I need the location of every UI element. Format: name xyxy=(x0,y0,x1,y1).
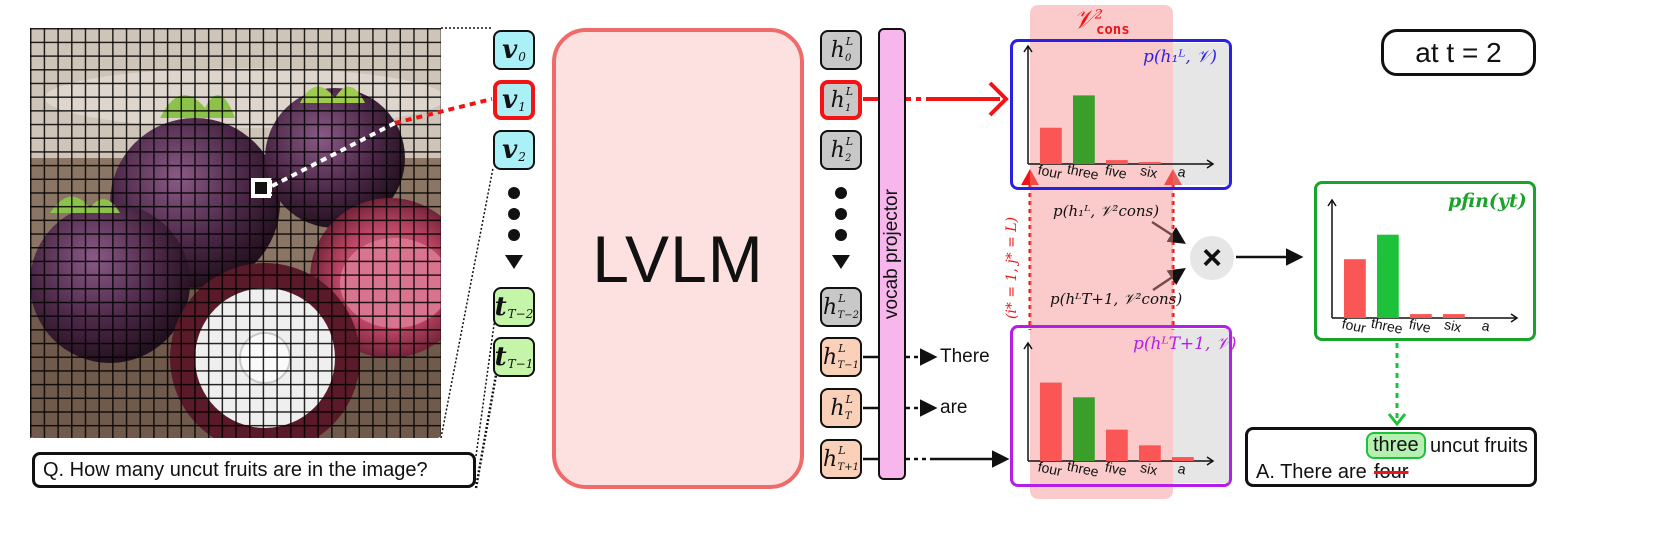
chart-final-y-arrow xyxy=(1327,198,1337,207)
chart-bottom-bar xyxy=(1040,382,1062,461)
timestep-label: at t = 2 xyxy=(1381,29,1536,76)
consensus-vocab-label: 𝒱2cons xyxy=(1073,5,1130,39)
chart-bottom-tick-label: six xyxy=(1139,459,1159,478)
chart-final-bar xyxy=(1377,234,1399,318)
chart-top-tick-label: five xyxy=(1104,162,1129,182)
chart-top-title: p(h₁ᴸ, 𝒱) xyxy=(1143,47,1217,67)
chart-final-tick-label: four xyxy=(1341,315,1368,336)
product-label-bottom: p(hᴸT+1, 𝒱²cons) xyxy=(1050,290,1183,308)
chart-final-tick-label: six xyxy=(1443,316,1463,335)
chart-top-bar xyxy=(1139,162,1161,164)
ellipsis-dot xyxy=(508,187,520,199)
chart-top-tick-label: three xyxy=(1066,161,1101,183)
chart-top-outside-band xyxy=(1173,43,1229,185)
chart-final-bar xyxy=(1344,259,1366,318)
chart-bottom-bar xyxy=(1073,397,1095,461)
ellipsis-arrow-icon xyxy=(832,255,850,269)
question-box: Q. How many uncut fruits are in the imag… xyxy=(32,452,476,488)
ellipsis-dot xyxy=(835,187,847,199)
answer-correction: three xyxy=(1366,432,1426,459)
chart-top-bar xyxy=(1106,160,1128,164)
chart-bottom-x-arrow xyxy=(1206,456,1215,466)
chart-final-bar xyxy=(1443,314,1465,318)
multiply-node: × xyxy=(1190,236,1234,280)
product-label-top: p(h₁ᴸ, 𝒱²cons) xyxy=(1053,202,1160,220)
output-word-are: are xyxy=(940,397,968,418)
chart-bottom-panel xyxy=(1010,325,1232,487)
chart-top-bar xyxy=(1073,95,1095,164)
vocab-projector: vocab projector xyxy=(878,28,906,480)
chart-top-panel xyxy=(1010,39,1232,190)
chart-top-bar xyxy=(1040,127,1062,164)
chart-bottom-y-arrow xyxy=(1023,341,1033,350)
answer-suffix: uncut fruits xyxy=(1430,435,1528,457)
answer-box: three uncut fruits A. There are four xyxy=(1245,427,1537,487)
chart-final-tick-label: a xyxy=(1480,317,1491,334)
chart-bottom-bar xyxy=(1172,457,1194,461)
answer-prefix: A. There are xyxy=(1256,461,1367,483)
lvlm-block: LVLM xyxy=(552,28,804,489)
chart-bottom-title: p(hᴸT+1, 𝒱) xyxy=(1133,334,1237,354)
selected-patch xyxy=(251,178,271,198)
chart-top-tick-label: a xyxy=(1176,163,1187,180)
chart-top-tick-label: six xyxy=(1139,162,1159,181)
chart-bottom-tick-label: three xyxy=(1066,458,1101,480)
ellipsis-dot xyxy=(508,208,520,220)
ellipsis-dot xyxy=(835,208,847,220)
answer-struck-word: four xyxy=(1374,461,1409,483)
chart-bottom-tick-label: a xyxy=(1176,460,1187,477)
chart-final-bar xyxy=(1410,314,1432,318)
chart-final-tick-label: five xyxy=(1408,316,1433,336)
chart-top-tick-label: four xyxy=(1037,161,1064,182)
chart-final-tick-label: three xyxy=(1370,315,1405,337)
ellipsis-dot xyxy=(508,229,520,241)
output-word-there: There xyxy=(940,346,990,367)
chart-final-panel xyxy=(1314,181,1536,341)
chart-bottom-tick-label: five xyxy=(1104,459,1129,479)
chart-bottom-tick-label: four xyxy=(1037,458,1064,479)
chart-final-title: pfin(yt) xyxy=(1448,190,1527,212)
chart-bottom-bar xyxy=(1106,429,1128,461)
chart-final-x-arrow xyxy=(1510,313,1519,323)
chart-top-x-arrow xyxy=(1206,159,1215,169)
ellipsis-dot xyxy=(835,229,847,241)
chart-top-y-arrow xyxy=(1023,44,1033,53)
ellipsis-arrow-icon xyxy=(505,255,523,269)
patch-grid xyxy=(30,28,441,438)
chart-bottom-bar xyxy=(1139,445,1161,461)
